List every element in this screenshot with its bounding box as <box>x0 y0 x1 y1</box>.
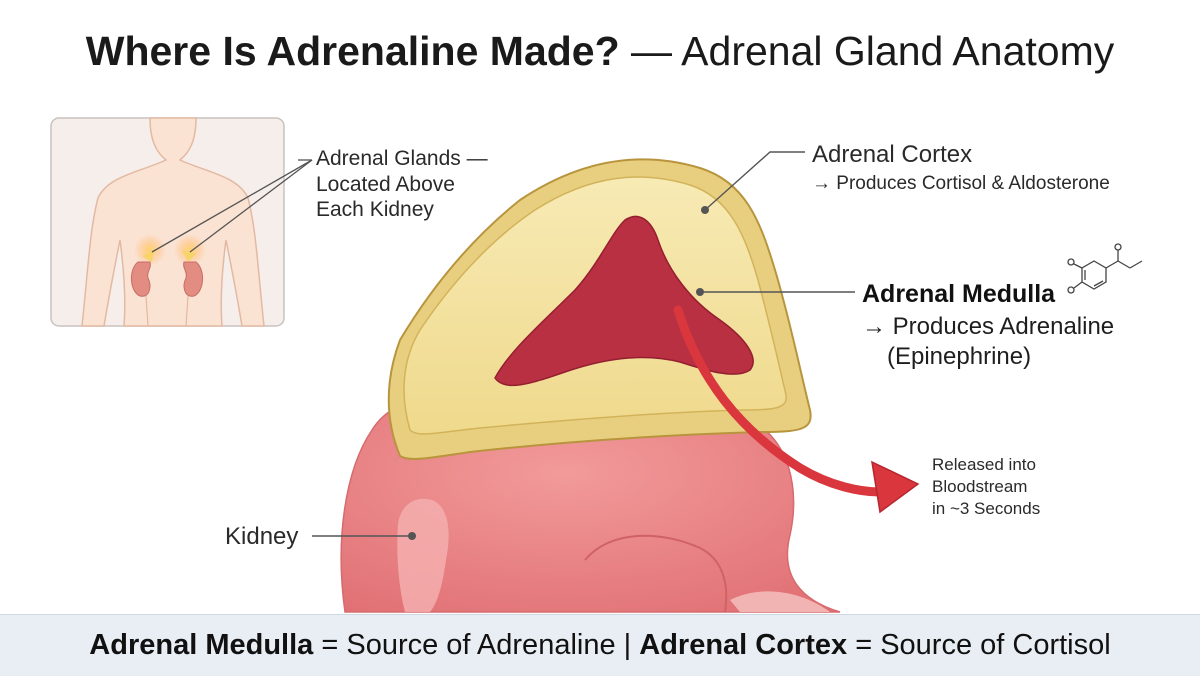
bloodstream-label: Released into Bloodstream in ~3 Seconds <box>932 454 1040 520</box>
kidney-label: Kidney <box>225 523 299 550</box>
summary-footer: Adrenal Medulla = Source of Adrenaline |… <box>0 614 1200 676</box>
adrenal-glands-label: Adrenal Glands — Located Above Each Kidn… <box>316 146 488 223</box>
glands-line-2: Located Above <box>316 172 455 196</box>
footer-medulla-text: = Source of Adrenaline | <box>313 629 640 661</box>
adrenal-medulla-label: Adrenal Medulla <box>862 280 1056 308</box>
adrenal-medulla-description-2: (Epinephrine) <box>887 343 1032 370</box>
adrenal-cortex-description: → Produces Cortisol & Aldosterone <box>812 173 1110 194</box>
footer-cortex: Adrenal Cortex <box>639 629 848 661</box>
inset-kidney-left <box>131 234 166 327</box>
glands-leader-left <box>151 159 313 253</box>
inset-kidney-right <box>174 234 206 327</box>
adrenal-gland <box>387 158 812 460</box>
blood-line-1: Released into <box>932 455 1036 474</box>
blood-line-3: in ~3 Seconds <box>932 499 1041 519</box>
adrenal-cortex-label: Adrenal Cortex <box>812 141 973 168</box>
title-main: Where Is Adrenaline Made? <box>85 28 620 74</box>
glands-leader-right <box>189 159 313 253</box>
blood-line-2: Bloodstream <box>932 477 1028 497</box>
medulla-leader <box>696 288 855 296</box>
kidney-fold <box>584 534 728 613</box>
kidney-leader <box>312 532 416 540</box>
title-subtitle: — Adrenal Gland Anatomy <box>619 28 1115 74</box>
glands-line-3: Each Kidney <box>316 198 434 222</box>
adrenaline-molecule-icon <box>1067 243 1143 294</box>
body-inset <box>50 117 313 327</box>
body-silhouette <box>81 117 265 327</box>
bloodstream-arrow <box>673 305 920 514</box>
kidney-highlight <box>397 498 449 612</box>
footer-medulla: Adrenal Medulla <box>89 629 314 661</box>
cortex-leader <box>701 151 805 214</box>
page-title: Where Is Adrenaline Made? — Adrenal Glan… <box>0 28 1200 75</box>
footer-cortex-text: = Source of Cortisol <box>847 629 1111 661</box>
adrenal-medulla-description: → Produces Adrenaline <box>862 313 1115 340</box>
glands-line-1: Adrenal Glands — <box>316 147 488 170</box>
